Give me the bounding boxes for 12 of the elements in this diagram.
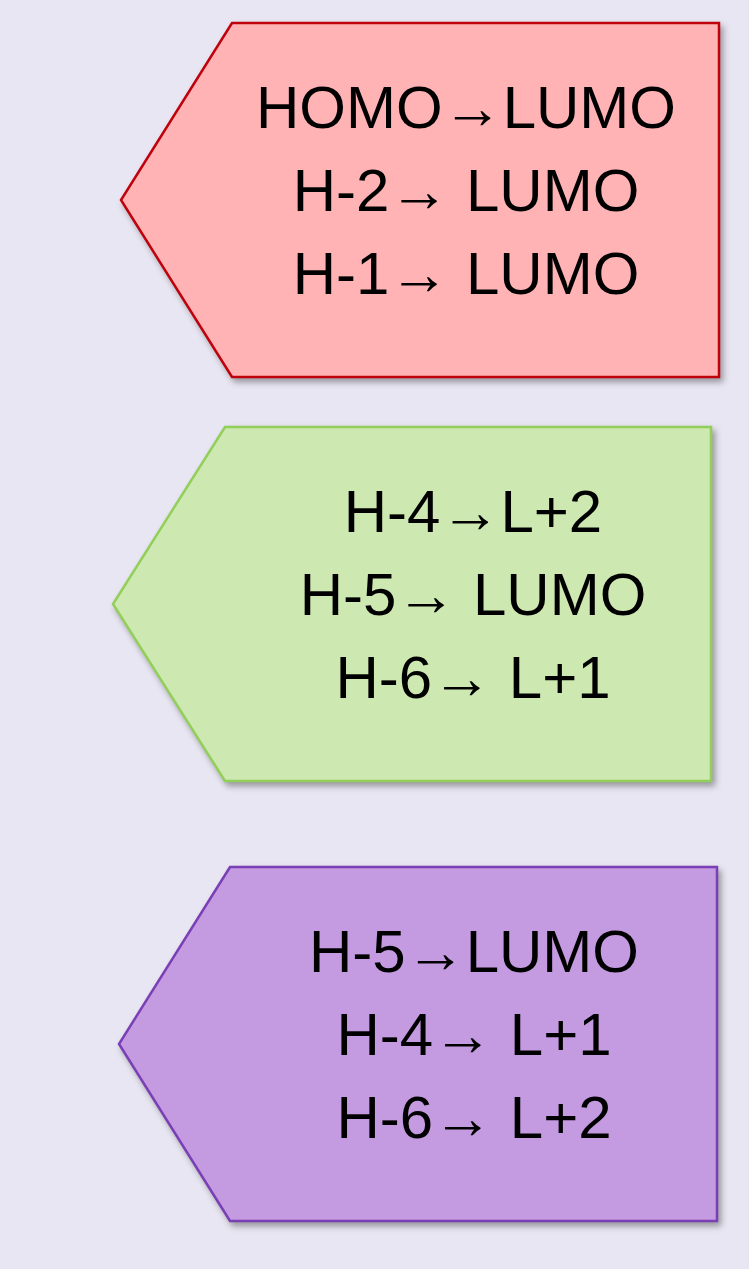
transition-label: H-4→ L+1 (336, 999, 612, 1070)
transition-label: HOMO→LUMO (256, 72, 676, 143)
transition-label: H-5→ LUMO (299, 559, 647, 630)
pentagon-tag (120, 22, 720, 378)
transition-label: H-2→ LUMO (292, 155, 640, 226)
transition-label: H-1→ LUMO (292, 238, 640, 309)
transition-label: H-6→ L+1 (335, 642, 611, 713)
pentagon-tag (112, 426, 712, 782)
transition-label: H-6→ L+2 (336, 1082, 612, 1153)
transition-label: H-5→LUMO (309, 916, 639, 987)
transition-label: H-4→L+2 (343, 476, 603, 547)
pentagon-tag (118, 866, 718, 1222)
